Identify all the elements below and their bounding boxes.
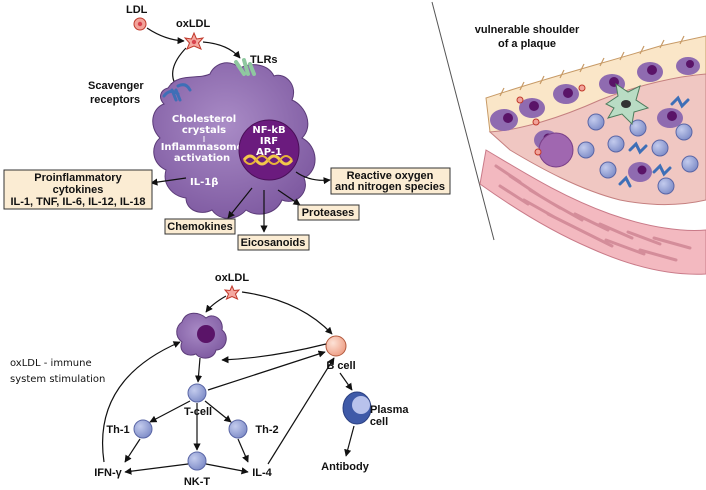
eicosanoids-box — [237, 234, 310, 251]
proteases-box — [297, 204, 360, 221]
arrow-il4-bcell — [267, 357, 335, 465]
arrow-ifng-macrophage — [102, 341, 181, 463]
ros-box — [330, 167, 451, 195]
ldl-label: LDL — [126, 4, 148, 16]
arrow-bcell-plasma — [339, 372, 353, 391]
arrow-ros — [295, 171, 331, 185]
plasma-label-line1: Plasma — [370, 404, 409, 416]
scavenger-label-line1: Scavenger — [88, 80, 144, 92]
arrow-tcell-th1 — [149, 400, 191, 423]
nucleus-label-line1: NF-kB — [252, 125, 285, 136]
arrow-oxldl-bcell — [241, 291, 333, 335]
th1-label: Th-1 — [106, 424, 129, 436]
inflammasome-label-line1: Inflammasome — [161, 142, 244, 153]
ifng-label: IFN-γ — [94, 467, 122, 479]
side-note-line2: system stimulation — [10, 374, 105, 385]
th2-cell — [228, 419, 248, 439]
plaque-macrophages — [490, 57, 700, 182]
tlr-receptor-icon — [234, 58, 256, 76]
cholesterol-label-line1: Cholesterol — [172, 114, 236, 125]
plaque-title-line1: vulnerable shoulder — [475, 24, 580, 36]
arrow-th2-il4 — [237, 438, 249, 463]
bcell-label: B cell — [326, 360, 355, 372]
smooth-muscle-cells — [494, 164, 692, 262]
b-cell — [325, 335, 347, 357]
proteases-label: Proteases — [302, 207, 355, 219]
nkt-label: NK-T — [184, 476, 211, 488]
scavenger-receptor-icon — [162, 83, 192, 102]
th1-cell — [133, 419, 153, 439]
ldl-particle-icon — [133, 17, 147, 31]
arrow-tcell-bcell — [207, 350, 326, 391]
immune-oxldl-star-icon — [223, 284, 241, 300]
cytokines-line2: cytokines — [53, 184, 104, 196]
immune-panel: oxLDL oxLDL - immune system stimulation … — [10, 272, 409, 488]
nkt-cell — [187, 451, 207, 471]
necrotic-core — [538, 132, 574, 168]
cholesterol-label-line2: crystals — [182, 125, 226, 136]
chemokines-label: Chemokines — [167, 221, 232, 233]
ros-line1: Reactive oxygen — [347, 170, 434, 182]
panel-divider — [431, 1, 495, 241]
arrow-cytokines — [150, 177, 187, 186]
arrow-th1-ifng — [124, 438, 141, 463]
oxldl-star-icon — [183, 31, 205, 50]
arrow-bcell-macrophage — [221, 343, 327, 364]
tcell-label: T-cell — [184, 406, 212, 418]
t-cell — [187, 383, 207, 403]
arrow-nkt-ifng — [124, 463, 189, 475]
plaque-panel: vulnerable shoulder of a plaque — [475, 24, 706, 275]
plaque-oxldl-particles — [516, 84, 586, 156]
plaque-title-line2: of a plaque — [498, 38, 556, 50]
il4-label: IL-4 — [252, 467, 272, 479]
antibody-label: Antibody — [321, 461, 370, 473]
ros-line2: and nitrogen species — [335, 181, 445, 193]
scavenger-label-line2: receptors — [90, 94, 140, 106]
plaque-t-cells — [577, 113, 699, 195]
nucleus-label-line3: AP-1 — [256, 147, 282, 158]
cytokines-line3: IL-1, TNF, IL-6, IL-12, IL-18 — [10, 196, 145, 208]
arrow-ldl-oxldl — [146, 27, 185, 45]
endothelium-cilia — [499, 35, 685, 97]
cytokines-box — [3, 169, 153, 210]
side-note-line1: oxLDL - immune — [10, 358, 92, 369]
tlrs-label: TLRs — [250, 54, 278, 66]
plasma-label-line2: cell — [370, 416, 388, 428]
immune-oxldl-label: oxLDL — [215, 272, 250, 284]
chemokines-box — [164, 218, 236, 235]
arrow-oxldl-macrophage — [205, 295, 227, 313]
eicosanoids-label: Eicosanoids — [241, 237, 306, 249]
arrow-macrophage-tcell — [194, 357, 203, 383]
arrow-proteases — [277, 189, 301, 206]
plaque-core — [488, 73, 706, 205]
arrow-plasma-antibody — [344, 425, 355, 457]
collagen-strands — [618, 95, 690, 188]
inflammasome-label-line2: activation — [174, 153, 230, 164]
arrow-chemokines — [227, 187, 253, 219]
oxldl-label: oxLDL — [176, 18, 211, 30]
cytokines-line1: Proinflammatory — [34, 172, 122, 184]
th2-label: Th-2 — [255, 424, 278, 436]
arrow-oxldl-tlrs — [202, 41, 241, 59]
arrow-nkt-il4 — [205, 463, 249, 475]
arrow-tcell-th2 — [204, 400, 232, 423]
nucleus-label-line2: IRF — [260, 136, 278, 147]
macrophage-panel: LDL oxLDL Scavenger receptors TLRs Chole… — [3, 4, 451, 251]
plasma-cell — [342, 391, 372, 425]
il1b-label: IL-1β — [190, 177, 218, 188]
